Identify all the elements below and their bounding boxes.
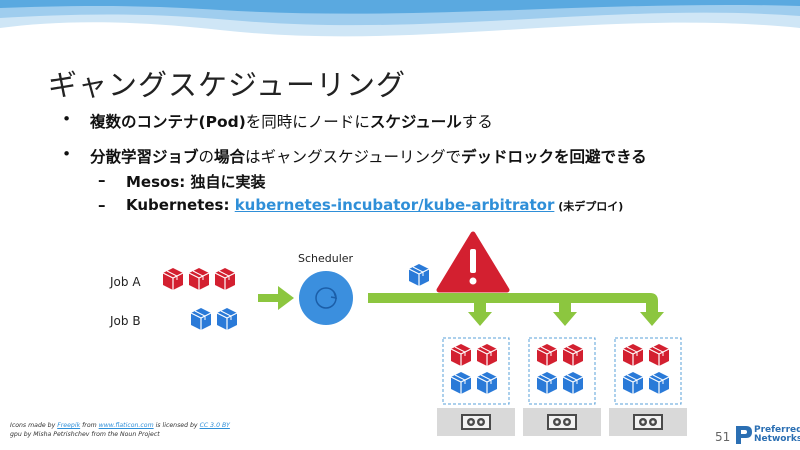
credit-text: from <box>80 422 99 429</box>
slide-title: ギャングスケジューリング <box>48 68 406 102</box>
license-link[interactable]: CC 3.0 BY <box>199 422 230 429</box>
bullet-dot: • <box>62 145 72 163</box>
bullet-text: スケジュール <box>369 113 462 131</box>
box-icon <box>622 343 644 367</box>
gpu-icon <box>633 414 663 430</box>
logo-line-1: Preferred <box>754 425 800 435</box>
bullet-text: を同時に <box>245 113 308 131</box>
bullet-text: ノード <box>307 113 355 131</box>
icon-credits: Icons made by Freepik from www.flaticon.… <box>10 421 230 439</box>
box-icon <box>190 307 212 331</box>
box-icon <box>648 371 670 395</box>
page-number: 51 <box>715 430 731 444</box>
box-icon <box>562 371 584 395</box>
logo-text: Preferred Networks <box>754 426 800 444</box>
box-icon <box>476 371 498 395</box>
box-icon <box>622 371 644 395</box>
box-icon <box>188 267 210 291</box>
bullet-list: • 複数のコンテナ(Pod)を同時にノードにスケジュールする • 分散学習ジョブ… <box>62 110 647 214</box>
sub-dash: – <box>98 196 106 214</box>
credit-text: gpu by Misha Petrishchev from the Noun P… <box>10 431 160 438</box>
scheduler-icon <box>299 271 353 325</box>
header-wave <box>0 0 800 37</box>
distribution-arrow <box>368 293 664 326</box>
sub-dash: – <box>98 171 106 189</box>
box-icon <box>450 371 472 395</box>
bullet-text: 分散学習ジョブ <box>90 148 199 166</box>
box-icon <box>216 307 238 331</box>
job-a-pods <box>162 267 236 291</box>
sub-note: (未デプロイ) <box>554 200 624 213</box>
credit-text: Icons made by <box>10 422 58 429</box>
node-2 <box>523 337 601 436</box>
box-icon <box>536 371 558 395</box>
node-1 <box>437 337 515 436</box>
job-b-pods <box>190 307 238 331</box>
box-icon <box>476 343 498 367</box>
box-icon <box>214 267 236 291</box>
job-b-label: Job B <box>110 314 141 328</box>
sub-text: Mesos: 独自に実装 <box>126 173 266 191</box>
warning-icon <box>436 231 510 293</box>
box-icon <box>408 263 430 287</box>
credit-text: is licensed by <box>153 422 200 429</box>
box-icon <box>536 343 558 367</box>
scheduler-label: Scheduler <box>298 252 354 265</box>
bullet-text: デッドロックを回避できる <box>460 148 647 166</box>
flaticon-link[interactable]: www.flaticon.com <box>98 422 154 429</box>
box-icon <box>162 267 184 291</box>
bullet-text: はギャングスケジューリングで <box>245 148 461 166</box>
gpu-icon <box>461 414 491 430</box>
job-a-label: Job A <box>110 275 141 289</box>
sub-label: Kubernetes: <box>126 196 235 214</box>
box-icon <box>562 343 584 367</box>
bullet-text: に <box>354 113 370 131</box>
bullet-text: 場合 <box>214 148 246 166</box>
logo-line-2: Networks <box>754 434 800 444</box>
bullet-text: する <box>461 113 493 131</box>
node-3 <box>609 337 687 436</box>
kube-arbitrator-link[interactable]: kubernetes-incubator/kube-arbitrator <box>234 196 555 214</box>
bullet-item: • 複数のコンテナ(Pod)を同時にノードにスケジュールする <box>62 110 647 132</box>
box-icon <box>648 343 670 367</box>
preferred-networks-logo-icon <box>736 426 752 444</box>
freepik-link[interactable]: Freepik <box>57 422 81 429</box>
bullet-item: • 分散学習ジョブの場合はギャングスケジューリングでデッドロックを回避できる <box>62 145 647 167</box>
bullet-text: 複数のコンテナ(Pod) <box>90 113 246 131</box>
sub-bullet-mesos: – Mesos: 独自に実装 <box>62 171 647 192</box>
box-icon <box>450 343 472 367</box>
sub-bullet-kubernetes: – Kubernetes: kubernetes-incubator/kube-… <box>62 196 647 214</box>
arrow-to-scheduler <box>258 286 294 310</box>
bullet-dot: • <box>62 110 72 128</box>
gpu-icon <box>547 414 577 430</box>
bullet-text: の <box>198 148 215 166</box>
